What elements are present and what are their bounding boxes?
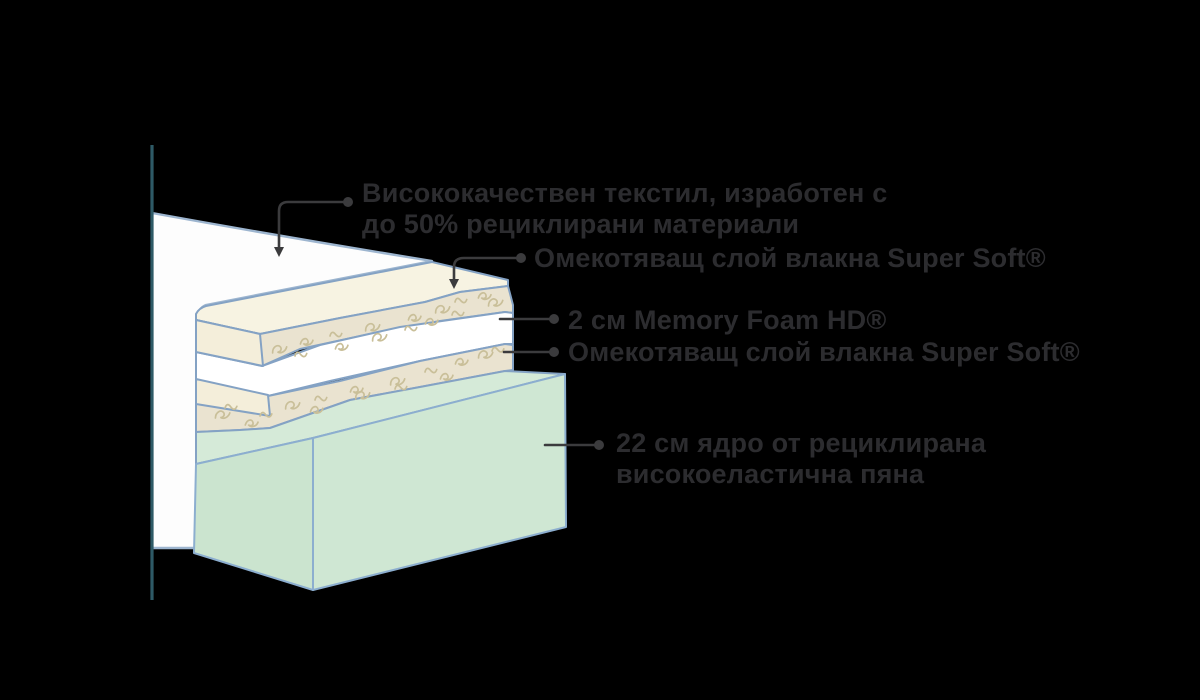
- core-side-face: [312, 373, 567, 591]
- label-core-line1: 22 см ядро от рециклирана: [616, 428, 987, 458]
- label-memory-foam: 2 см Memory Foam HD®: [568, 305, 886, 335]
- label-supersoft-lower: Омекотяващ слой влакна Super Soft®: [568, 337, 1080, 367]
- leader-dot-supersoft-upper: [516, 253, 526, 263]
- core-front-face: [193, 437, 314, 591]
- leader-dot-memory-foam: [549, 314, 559, 324]
- label-textile-line2: до 50% рециклирани материали: [362, 209, 799, 239]
- leader-dot-core: [594, 440, 604, 450]
- label-core-line2: високоеластична пяна: [616, 459, 925, 489]
- textile-end-face: [195, 319, 264, 367]
- leader-supersoft-upper: [452, 256, 522, 281]
- label-supersoft-upper: Омекотяващ слой влакна Super Soft®: [534, 243, 1046, 273]
- leader-dot-textile: [343, 197, 353, 207]
- leader-textile: [277, 200, 349, 249]
- leader-arrowhead-supersoft-upper: [449, 279, 459, 289]
- label-textile-line1: Висококачествен текстил, изработен с: [362, 178, 887, 208]
- leader-arrowhead-textile: [274, 247, 284, 257]
- leader-dot-supersoft-lower: [549, 347, 559, 357]
